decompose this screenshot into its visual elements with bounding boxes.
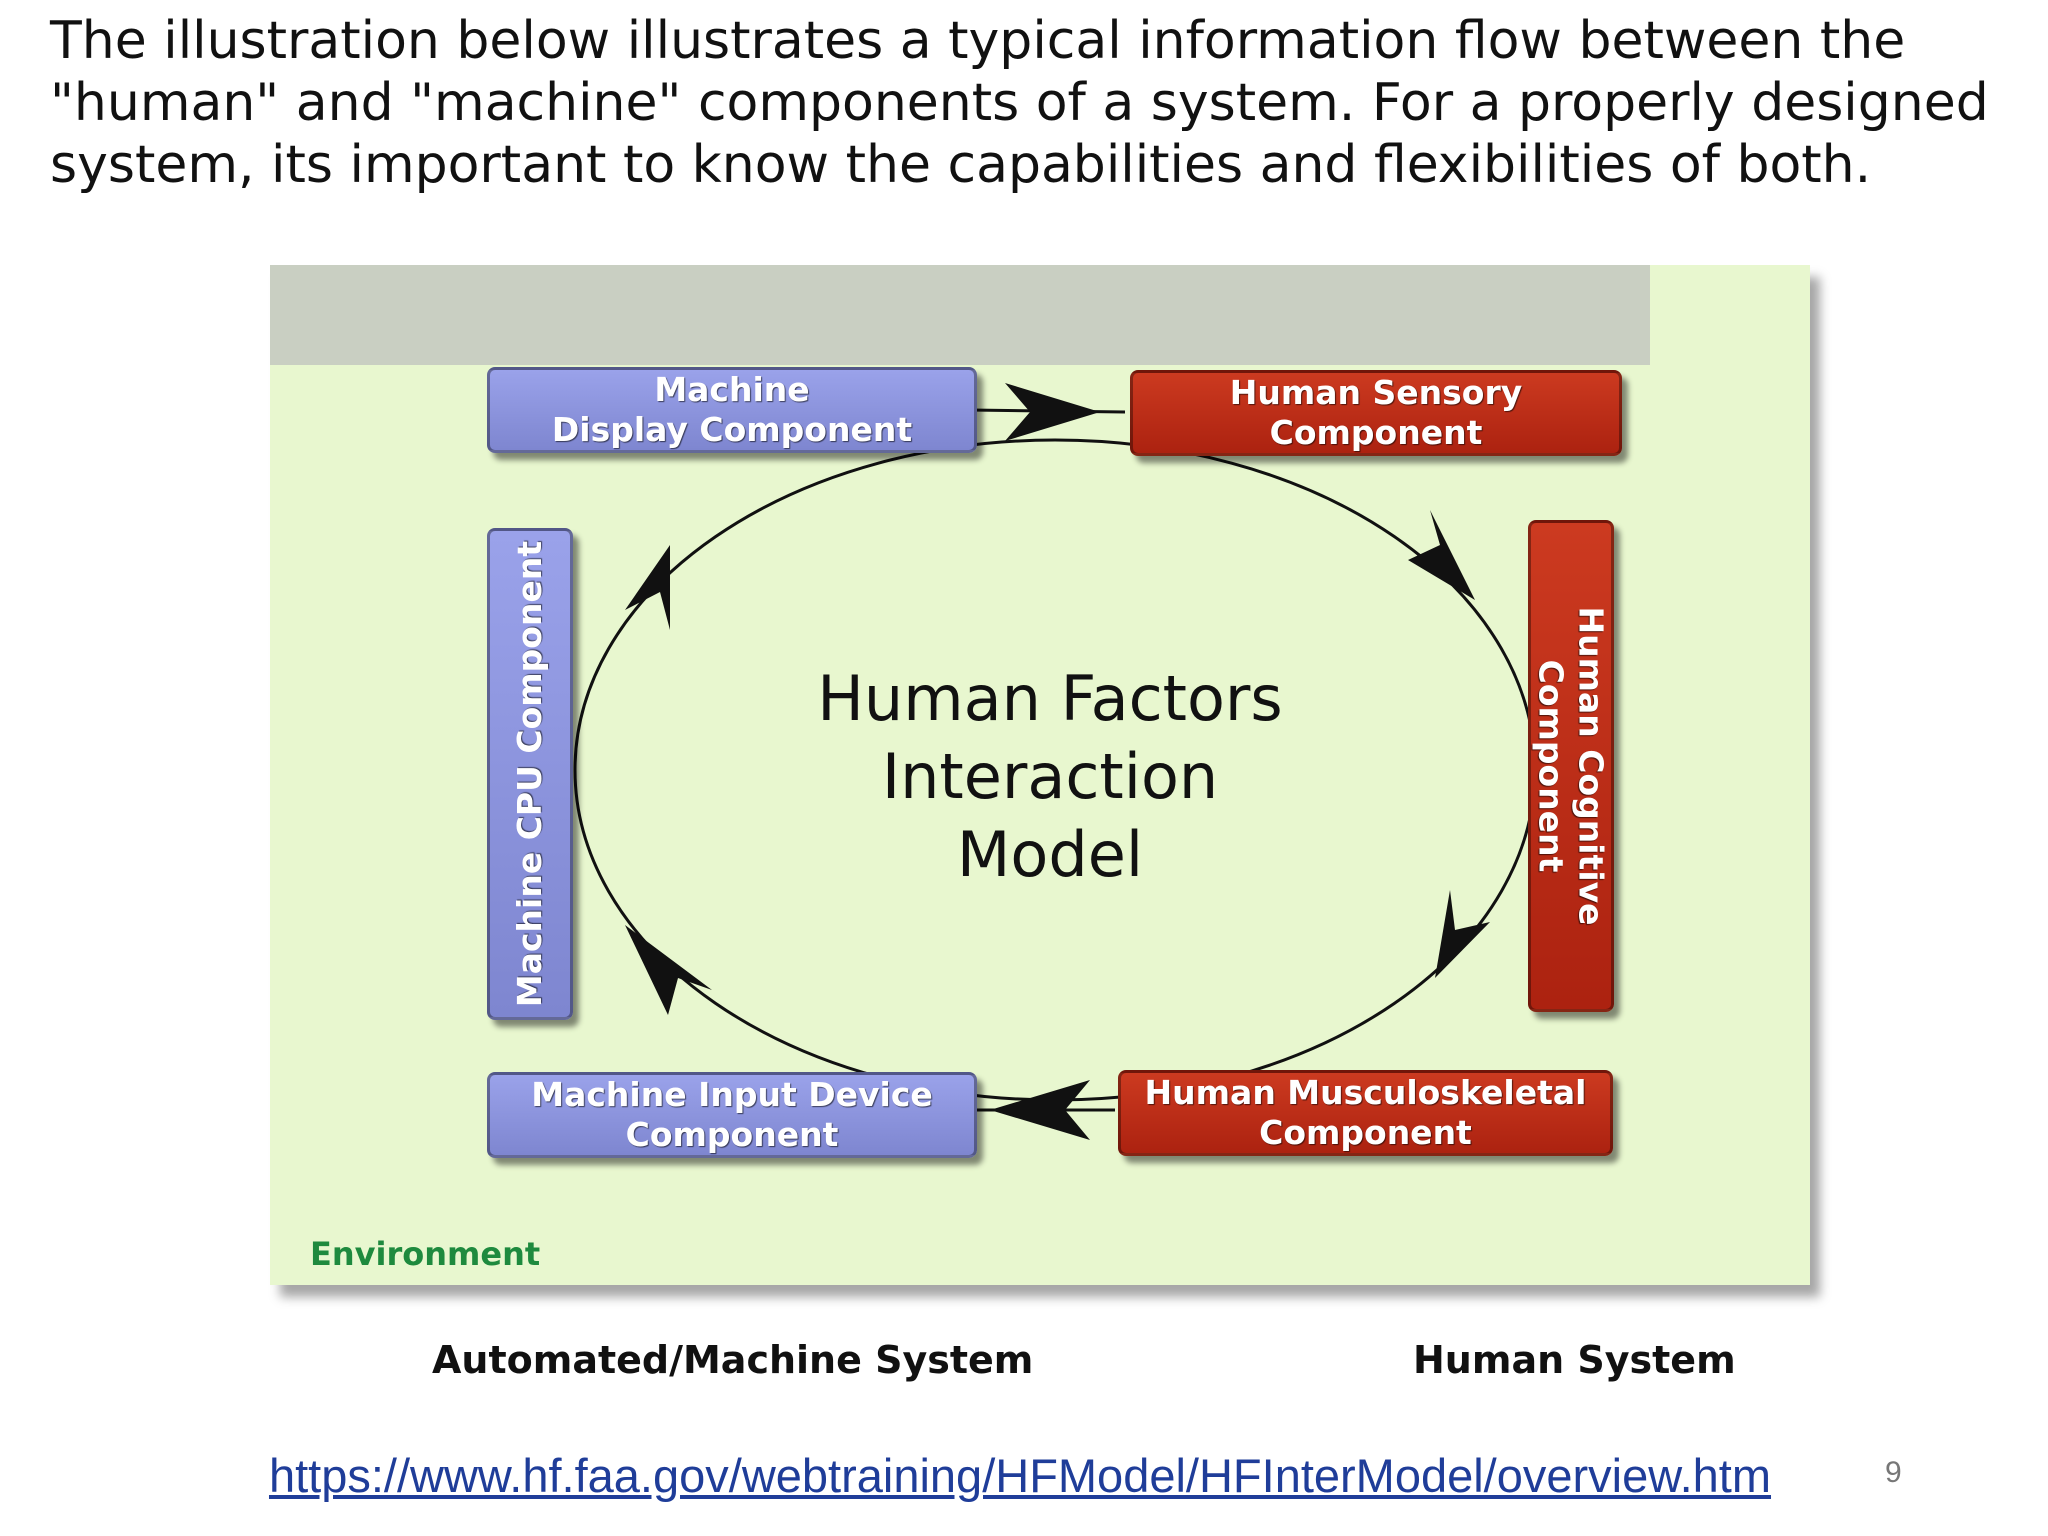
intro-line-3: system, its important to know the capabi… bbox=[50, 135, 1872, 195]
intro-line-1: The illustration below illustrates a typ… bbox=[50, 11, 1906, 71]
human-sensory-box: Human Sensory Component bbox=[1130, 370, 1622, 456]
arrowhead-sensory-to-cognitive bbox=[1408, 510, 1475, 600]
machine-input-box: Machine Input Device Component bbox=[487, 1072, 977, 1158]
machine-cpu-label: Machine CPU Component bbox=[510, 540, 549, 1008]
machine-display-line1: Machine bbox=[654, 370, 810, 409]
diagram-title-line2: Interaction bbox=[881, 740, 1219, 813]
arrowhead-input-to-cpu bbox=[625, 925, 712, 1015]
arrowhead-cpu-to-display bbox=[625, 545, 670, 630]
intro-paragraph: The illustration below illustrates a typ… bbox=[50, 10, 2040, 196]
machine-cpu-box: Machine CPU Component bbox=[487, 528, 573, 1020]
intro-line-2: "human" and "machine" components of a sy… bbox=[50, 73, 1989, 133]
human-musculoskeletal-line1: Human Musculoskeletal bbox=[1144, 1073, 1587, 1112]
machine-input-line2: Component bbox=[625, 1115, 839, 1154]
machine-display-box: Machine Display Component bbox=[487, 367, 977, 453]
page-number: 9 bbox=[1885, 1456, 1902, 1489]
human-system-label: Human System bbox=[1413, 1338, 1736, 1382]
human-cognitive-box: Human Cognitive Component bbox=[1528, 520, 1614, 1012]
diagram-title: Human Factors Interaction Model bbox=[780, 660, 1320, 894]
environment-label: Environment bbox=[310, 1235, 541, 1273]
machine-input-line1: Machine Input Device bbox=[531, 1075, 933, 1114]
human-cognitive-line2: Component bbox=[1532, 659, 1572, 873]
machine-display-line2: Display Component bbox=[551, 410, 913, 449]
human-musculoskeletal-line2: Component bbox=[1259, 1113, 1472, 1152]
machine-system-label: Automated/Machine System bbox=[432, 1338, 1034, 1382]
source-link[interactable]: https://www.hf.faa.gov/webtraining/HFMod… bbox=[268, 1449, 1772, 1502]
human-musculoskeletal-box: Human Musculoskeletal Component bbox=[1118, 1070, 1613, 1156]
human-sensory-line2: Component bbox=[1269, 413, 1483, 452]
human-cognitive-line1: Human Cognitive bbox=[1572, 606, 1612, 926]
arrowhead-muscle-to-input bbox=[990, 1080, 1090, 1140]
arrowhead-cognitive-to-muscle bbox=[1435, 890, 1490, 978]
arrowhead-display-to-sensory bbox=[1005, 383, 1100, 441]
diagram-title-line3: Model bbox=[956, 818, 1144, 891]
human-sensory-line1: Human Sensory bbox=[1229, 373, 1523, 412]
diagram-header-band bbox=[270, 265, 1650, 365]
diagram-title-line1: Human Factors bbox=[817, 662, 1283, 735]
